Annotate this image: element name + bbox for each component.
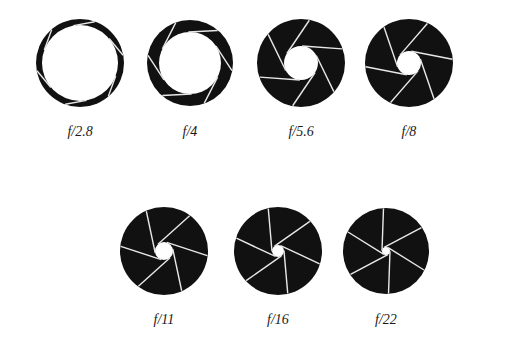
blade-edge bbox=[148, 55, 164, 80]
blade-edge bbox=[420, 59, 434, 99]
blade-edge bbox=[158, 216, 190, 244]
blade-edge bbox=[109, 39, 123, 56]
blade-edge bbox=[167, 242, 207, 255]
blade-edge bbox=[121, 246, 161, 259]
f-stop-label: f/2.8 bbox=[67, 124, 92, 139]
blade-edge bbox=[162, 23, 175, 49]
f-stop-label: f/5.6 bbox=[288, 124, 313, 139]
f-stop-label: f/8 bbox=[402, 124, 417, 139]
blade-edge bbox=[236, 238, 275, 256]
aperture-diaphragm bbox=[36, 19, 124, 107]
diaphragm-disc bbox=[147, 20, 233, 106]
aperture-opening bbox=[155, 242, 173, 260]
f-stop-label: f/11 bbox=[154, 312, 175, 327]
blade-edge bbox=[281, 246, 320, 264]
blade-edge bbox=[204, 77, 217, 103]
aperture-diaphragm bbox=[120, 207, 208, 295]
aperture-diaphragm bbox=[365, 19, 453, 107]
blade-edge bbox=[246, 256, 281, 281]
blade-edge bbox=[275, 221, 310, 246]
blade-edge bbox=[411, 51, 452, 59]
diaphragm-disc bbox=[36, 19, 124, 107]
f-stop-label: f/4 bbox=[183, 124, 198, 139]
aperture-diaphragm bbox=[257, 19, 345, 107]
blade-edge bbox=[302, 46, 342, 49]
blade-edge bbox=[268, 209, 272, 252]
diaphragm-disc bbox=[365, 19, 453, 107]
blade-edge bbox=[108, 76, 115, 96]
blade-edge bbox=[146, 211, 155, 253]
blade-edge bbox=[388, 248, 424, 270]
aperture-diaphragm bbox=[234, 207, 322, 295]
aperture-diaphragm bbox=[343, 208, 429, 294]
blade-edge bbox=[366, 67, 407, 75]
blade-edge bbox=[138, 258, 170, 286]
blade-edge bbox=[287, 20, 309, 53]
blade-edge bbox=[188, 31, 217, 33]
blade-edge bbox=[65, 100, 86, 104]
blade-edge bbox=[260, 77, 300, 80]
blade-edge bbox=[382, 209, 383, 251]
blade-edge bbox=[316, 56, 334, 92]
blade-edge bbox=[44, 30, 51, 50]
blade-edge bbox=[268, 34, 286, 70]
blade-edge bbox=[173, 249, 182, 291]
blade-edge bbox=[400, 24, 427, 56]
diaphragm-disc bbox=[120, 207, 208, 295]
blade-edge bbox=[351, 255, 388, 275]
blade-edge bbox=[391, 71, 418, 103]
blade-edge bbox=[293, 73, 315, 106]
blade-edge bbox=[389, 251, 390, 293]
diaphragm-disc bbox=[257, 19, 345, 107]
aperture-diaphragm bbox=[147, 20, 233, 106]
blade-edge bbox=[162, 94, 191, 96]
aperture-opening bbox=[42, 25, 118, 101]
blade-edge bbox=[284, 250, 288, 293]
blade-edge bbox=[216, 46, 232, 71]
diaphragm-disc bbox=[343, 208, 429, 294]
blade-edge bbox=[384, 228, 421, 248]
blade-edge bbox=[37, 71, 51, 88]
aperture-opening bbox=[159, 32, 221, 94]
blade-edge bbox=[73, 22, 94, 26]
blade-edge bbox=[384, 27, 398, 67]
f-stop-label: f/22 bbox=[375, 312, 397, 327]
f-stop-label: f/16 bbox=[267, 312, 289, 327]
diaphragm-disc bbox=[234, 207, 322, 295]
blade-edge bbox=[348, 232, 384, 254]
